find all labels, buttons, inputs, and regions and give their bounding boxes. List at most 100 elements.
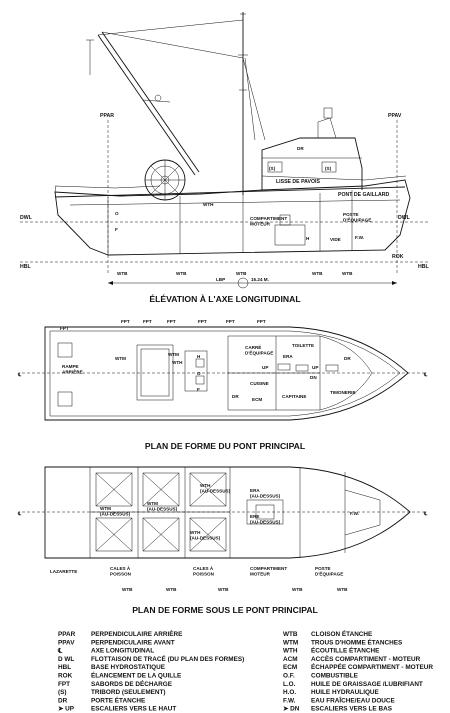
label-fpt-4: FPT xyxy=(167,319,176,324)
label-fpt-7: FPT xyxy=(257,319,266,324)
label-fpt-5: FPT xyxy=(198,319,207,324)
label-wtb-5: WTB xyxy=(342,271,353,276)
legend-right-desc-9: ESCALIERS VERS LE BAS xyxy=(311,706,393,713)
label-lbp: LBP xyxy=(216,277,225,282)
legend-right-desc-1: TROUS D'HOMME ÉTANCHES xyxy=(311,637,403,646)
label-hbl-right: HBL xyxy=(418,264,429,270)
legend-left-abbr-7: (S) xyxy=(58,689,67,696)
legend-right-desc-7: HUILE HYDRAULIQUE xyxy=(311,689,380,696)
legend-left-desc-9: ESCALIERS VERS LE HAUT xyxy=(91,706,176,713)
label-capitaine: CAPITAINE xyxy=(282,394,306,399)
wheelhouse xyxy=(261,137,363,190)
label-wtm-below-1: WTM(AU-DESSUS) xyxy=(100,506,131,517)
label-s1: (S) xyxy=(269,166,276,171)
label-wtb-1: WTB xyxy=(117,271,128,276)
label-wth-main: WTH xyxy=(172,360,183,365)
label-wth-below-2: WTH(AU-DESSUS) xyxy=(190,530,221,541)
label-wtm-below-2: WTM(AU-DESSUS) xyxy=(147,501,178,512)
legend-left-abbr-9: ➤ UP xyxy=(58,706,75,713)
label-hbl-left: HBL xyxy=(20,264,31,270)
legend-right-abbr-0: WTB xyxy=(283,631,298,638)
legend-left-desc-2: AXE LONGITUDINAL xyxy=(91,648,154,655)
main-deck-outline xyxy=(44,326,409,421)
legend-left-abbr-4: HBL xyxy=(58,664,71,671)
label-fpt-2: FPT xyxy=(121,319,130,324)
label-rok: ROK xyxy=(392,254,404,260)
below-deck-plan: ℄ ℄ WTH(AU-DESSUS) WTM(AU-DESSUS) WTM(AU… xyxy=(17,466,428,615)
legend-right-abbr-6: L.O. xyxy=(283,681,296,688)
label-lazarette: LAZARETTE xyxy=(50,569,77,574)
label-f: F xyxy=(115,227,118,232)
legend-right-desc-2: ÉCOUTILLE ÉTANCHE xyxy=(311,646,380,655)
label-fpt-1: FPT xyxy=(60,326,69,331)
label-lbp-value: 15.24 M. xyxy=(251,277,269,282)
legend-right-desc-6: HUILE DE GRAISSAGE /LUBRIFIANT xyxy=(311,681,423,688)
legend-left-abbr-0: PPAR xyxy=(58,631,76,638)
label-fpt-3: FPT xyxy=(143,319,152,324)
label-fw-below: F.W. xyxy=(350,511,359,516)
crane-boom xyxy=(97,34,196,176)
label-wtb-4: WTB xyxy=(312,271,323,276)
label-fpt-6: FPT xyxy=(226,319,235,324)
centerline-symbol-left: ℄ xyxy=(17,371,22,378)
legend-left-desc-0: PERPENDICULAIRE ARRIÈRE xyxy=(91,629,183,638)
label-wth: WTH xyxy=(203,202,214,207)
centerline-symbol-left-2: ℄ xyxy=(17,510,22,517)
centerline-symbol-right-2: ℄ xyxy=(423,510,428,517)
legend-left-desc-4: BASE HYDROSTATIQUE xyxy=(91,664,166,671)
label-wth-below-1: WTH(AU-DESSUS) xyxy=(200,483,231,494)
legend-right-desc-4: ÉCHAPPÉE COMPARTIMENT - MOTEUR xyxy=(311,662,433,671)
legend-left-abbr-3: D WL xyxy=(58,656,74,663)
label-ecm: ECM xyxy=(252,397,262,402)
label-lisse: LISSE DE PAVOIS xyxy=(276,179,320,185)
legend-left-abbr-6: FPT xyxy=(58,681,70,688)
legend-left-desc-5: ÉLANCEMENT DE LA QUILLE xyxy=(91,671,182,680)
label-wtm-2: WTM xyxy=(168,352,179,357)
label-o: O xyxy=(115,211,119,216)
label-wtb-2: WTB xyxy=(176,271,187,276)
label-ere-below: ERE(AU-DESSUS) xyxy=(250,514,281,525)
legend-right-abbr-2: WTH xyxy=(283,648,298,655)
label-pont-gaillard: PONT DE GAILLARD xyxy=(338,192,390,198)
legend-right-desc-8: EAU FRAÎCHE/EAU DOUCE xyxy=(311,695,396,704)
label-s2: (S) xyxy=(325,166,332,171)
label-dr-2: DR xyxy=(344,356,351,361)
legend-right-abbr-5: O.F. xyxy=(283,673,295,680)
legend-right-desc-5: COMBUSTIBLE xyxy=(311,673,359,680)
label-dn: DN xyxy=(310,375,317,380)
title-main-deck: PLAN DE FORME DU PONT PRINCIPAL xyxy=(145,441,305,451)
legend-right-abbr-9: ➤ DN xyxy=(283,706,300,713)
label-o-main: O xyxy=(197,371,201,376)
label-wtb-below-4: WTB xyxy=(292,587,303,592)
legend-left-desc-3: FLOTTAISON DE TRACÉ (DU PLAN DES FORMES) xyxy=(91,654,244,663)
legend-left-desc-1: PERPENDICULAIRE AVANT xyxy=(91,639,175,646)
label-f-main: F xyxy=(197,387,200,392)
label-ppar: PPAR xyxy=(100,113,114,119)
label-vide: VIDE xyxy=(330,237,341,242)
legend-left-abbr-2: ℄ xyxy=(57,648,62,655)
legend-left-desc-7: TRIBORD (SEULEMENT) xyxy=(91,689,166,696)
label-wtm-1: WTM xyxy=(115,356,126,361)
label-dwl-left: DWL xyxy=(20,215,33,221)
label-cuisine: CUISINE xyxy=(250,381,269,386)
legend-right-abbr-8: F.W. xyxy=(283,697,296,704)
legend-left-desc-8: PORTE ÉTANCHE xyxy=(91,695,146,704)
title-elevation: ÉLÉVATION À L'AXE LONGITUDINAL xyxy=(149,294,300,304)
label-wtb-3: WTB xyxy=(236,271,247,276)
legend-left-abbr-8: DR xyxy=(58,697,68,704)
legend-left-desc-6: SABORDS DE DÉCHARGE xyxy=(91,679,173,688)
label-wtb-below-5: WTB xyxy=(337,587,348,592)
legend-left-abbr-5: ROK xyxy=(58,673,73,680)
label-wtb-below-2: WTB xyxy=(166,587,177,592)
label-dr-1: DR xyxy=(232,394,239,399)
legend-right-desc-0: CLOISON ÉTANCHE xyxy=(311,629,373,638)
title-below-deck: PLAN DE FORME SOUS LE PONT PRINCIPAL xyxy=(132,605,318,615)
legend-right-abbr-7: H.O. xyxy=(283,689,296,696)
